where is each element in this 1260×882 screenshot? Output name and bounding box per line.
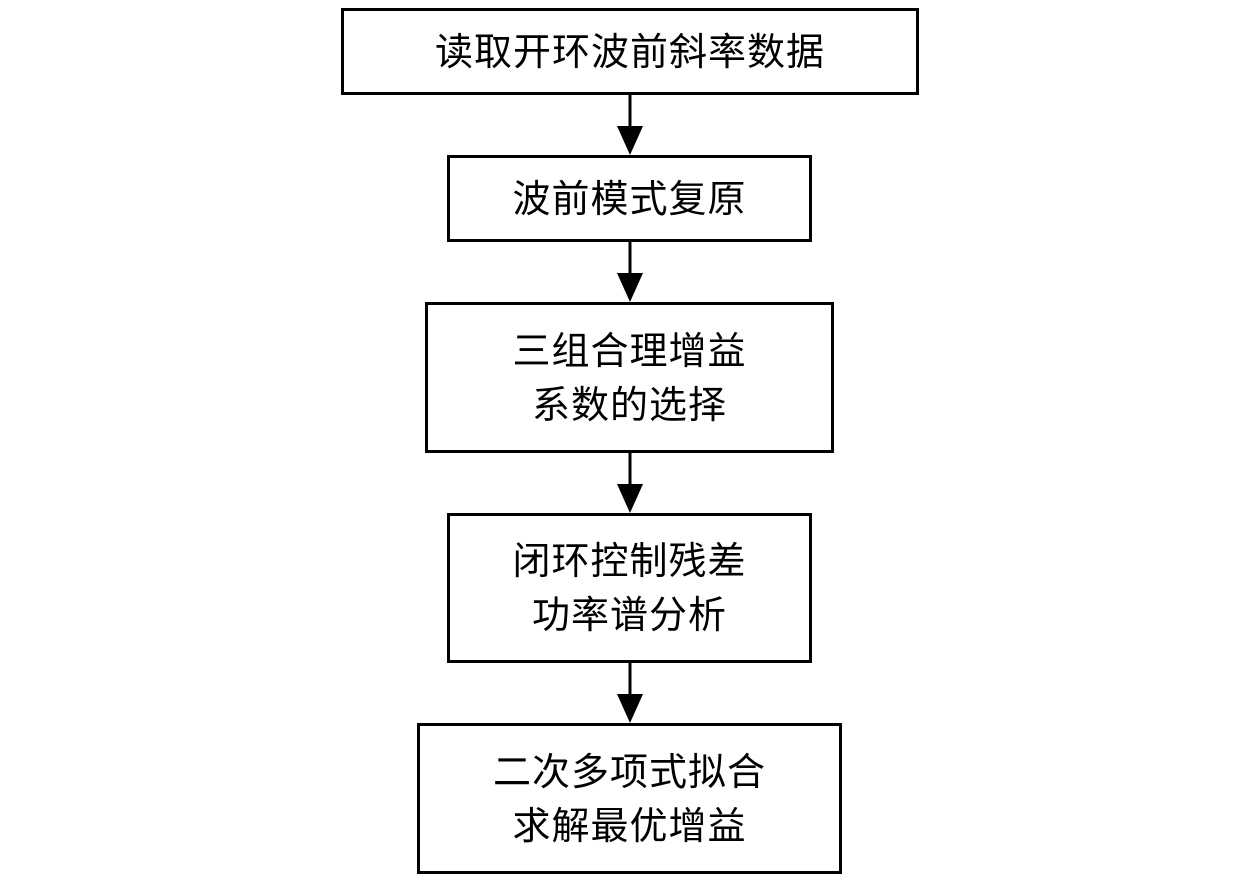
- step-quadratic-fit-optimal-gain: 二次多项式拟合 求解最优增益: [417, 723, 842, 874]
- step-4-text-line-2: 功率谱分析: [531, 593, 727, 637]
- step-gain-coefficient-selection: 三组合理增益 系数的选择: [425, 302, 834, 453]
- step-wavefront-modal-reconstruction: 波前模式复原: [447, 155, 812, 242]
- arrow-1-to-2: [617, 95, 643, 155]
- arrow-3-to-4: [617, 453, 643, 513]
- step-5-text-line-2: 求解最优增益: [512, 803, 747, 848]
- step-2-text: 波前模式复原: [512, 176, 747, 221]
- step-5-text-line-1: 二次多项式拟合: [492, 749, 766, 794]
- step-3-text-line-1: 三组合理增益: [512, 328, 747, 373]
- step-4-text-line-1: 闭环控制残差: [512, 539, 747, 583]
- arrow-2-to-3: [617, 242, 643, 302]
- step-read-open-loop-slope-data: 读取开环波前斜率数据: [341, 8, 919, 95]
- step-residual-power-spectrum-analysis: 闭环控制残差 功率谱分析: [447, 513, 812, 663]
- step-3-text-line-2: 系数的选择: [531, 382, 727, 427]
- step-1-text: 读取开环波前斜率数据: [434, 29, 825, 74]
- arrow-4-to-5: [617, 663, 643, 723]
